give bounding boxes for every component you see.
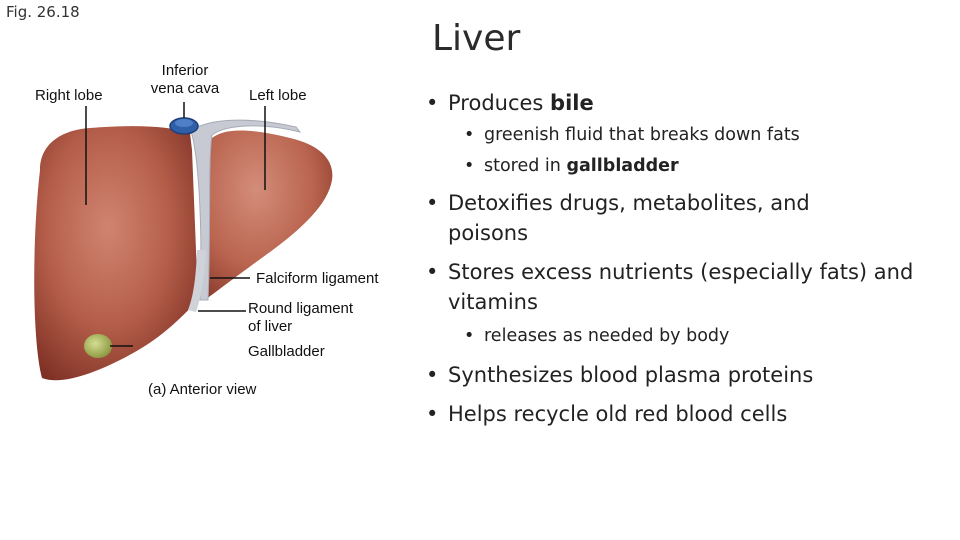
- bullet-produces-bile: Produces bile: [426, 88, 946, 118]
- label-falciform-ligament: Falciform ligament: [256, 270, 379, 288]
- gallbladder-shape: [84, 334, 112, 358]
- label-inferior-vena-cava: Inferior vena cava: [140, 62, 230, 98]
- subbullet-greenish-fluid: greenish fluid that breaks down fats: [426, 120, 946, 151]
- bullet-text: Detoxifies drugs, metabolites, and poiso…: [448, 191, 810, 245]
- bullet-text: Stores excess nutrients (especially fats…: [448, 260, 913, 314]
- subbullet-releases: releases as needed by body: [426, 321, 946, 352]
- label-gallbladder: Gallbladder: [248, 343, 325, 361]
- label-round-ligament: Round ligament of liver: [248, 300, 353, 336]
- bullet-bold: bile: [550, 91, 594, 115]
- bullet-text: Synthesizes blood plasma proteins: [448, 363, 813, 387]
- bullet-detoxifies: Detoxifies drugs, metabolites, and poiso…: [426, 188, 868, 248]
- label-ivc-line1: Inferior: [140, 62, 230, 80]
- bullet-text: releases as needed by body: [484, 326, 729, 346]
- bullet-text: Helps recycle old red blood cells: [448, 402, 787, 426]
- label-round-line1: Round ligament: [248, 300, 353, 318]
- right-lobe-shape: [34, 126, 198, 380]
- bullet-text: stored in: [484, 156, 566, 176]
- bullet-text: greenish fluid that breaks down fats: [484, 125, 800, 145]
- bullet-bold: gallbladder: [566, 156, 678, 176]
- bullet-synthesizes: Synthesizes blood plasma proteins: [426, 360, 946, 390]
- bullet-text: Produces: [448, 91, 550, 115]
- figure-caption: (a) Anterior view: [148, 381, 256, 399]
- subbullet-stored-gallbladder: stored in gallbladder: [426, 151, 946, 182]
- bullet-recycle: Helps recycle old red blood cells: [426, 399, 946, 429]
- label-right-lobe: Right lobe: [35, 87, 103, 105]
- label-round-line2: of liver: [248, 318, 353, 336]
- bullet-list: Produces bile greenish fluid that breaks…: [426, 88, 946, 429]
- slide-title: Liver: [432, 18, 520, 59]
- label-ivc-line2: vena cava: [140, 80, 230, 98]
- label-left-lobe: Left lobe: [249, 87, 307, 105]
- bullet-stores-nutrients: Stores excess nutrients (especially fats…: [426, 257, 948, 317]
